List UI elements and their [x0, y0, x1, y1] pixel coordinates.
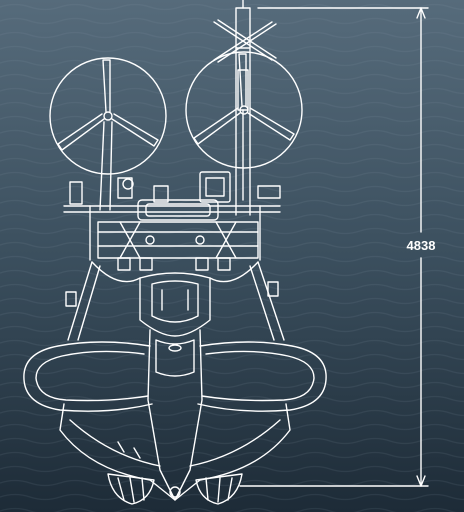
- deck-equipment: [63, 171, 281, 271]
- left-wind-turbine: [49, 57, 167, 211]
- propellers: [107, 473, 243, 505]
- lower-hull: [59, 403, 291, 501]
- dimension-label: 4838: [407, 238, 436, 253]
- mast-antenna: [213, 0, 277, 216]
- height-dimension-line: [239, 7, 429, 487]
- hull-upper: [65, 261, 285, 341]
- inflatable-pontoons: [23, 341, 327, 412]
